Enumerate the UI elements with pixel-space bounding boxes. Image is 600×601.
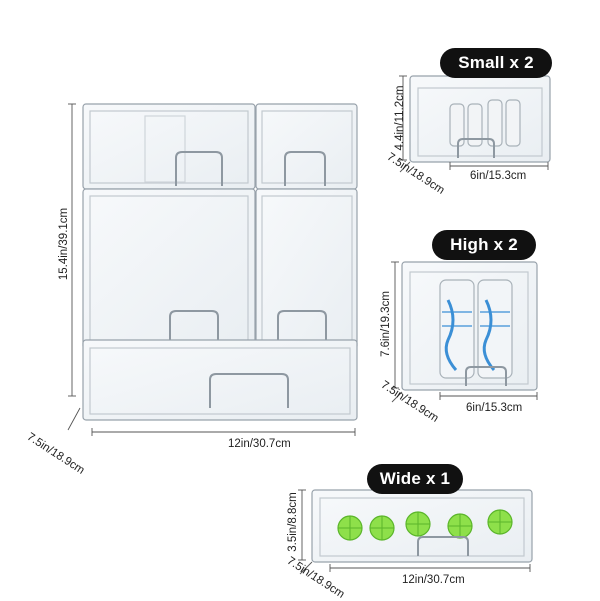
small-bin-illustration [409, 75, 551, 163]
assembly-height-label: 15.4in/39.1cm [58, 207, 70, 281]
wide-bin-illustration [311, 489, 533, 563]
small-bin-top-right [255, 103, 358, 190]
wide-height-label: 3.5in/8.8cm [287, 492, 299, 552]
small-width-label: 6in/15.3cm [470, 170, 527, 182]
stacked-organizer-assembly [82, 103, 358, 421]
assembly-width-label: 12in/30.7cm [228, 438, 291, 450]
high-bin-right [255, 188, 358, 350]
wide-bin-bottom [82, 339, 358, 421]
high-width-label: 6in/15.3cm [466, 402, 523, 414]
high-bin-illustration [401, 261, 538, 391]
small-quantity-badge: Small x 2 [440, 48, 552, 78]
high-quantity-badge: High x 2 [432, 230, 536, 260]
wide-quantity-badge: Wide x 1 [367, 464, 463, 494]
small-bin-top-left [82, 103, 256, 190]
wide-width-label: 12in/30.7cm [402, 574, 465, 586]
high-height-label: 7.6in/19.3cm [380, 291, 392, 357]
